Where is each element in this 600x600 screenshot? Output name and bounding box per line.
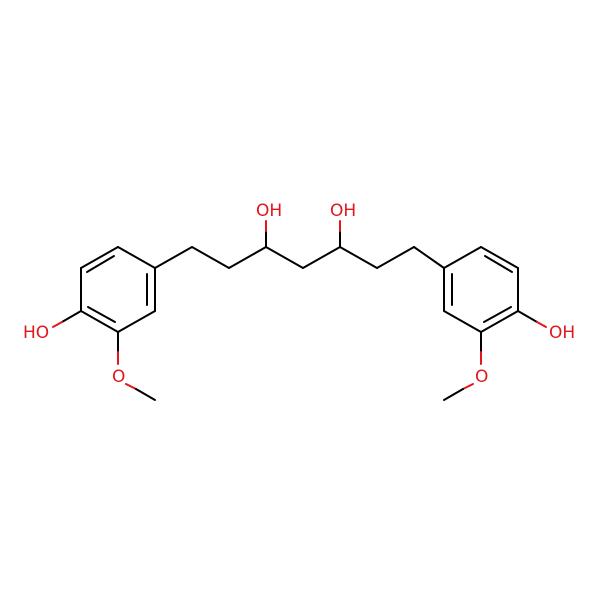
left-benzene-ring	[80, 246, 156, 333]
bond	[80, 246, 119, 269]
right-benzene-ring	[443, 246, 519, 333]
bond	[376, 246, 415, 269]
double-bond-inner	[87, 306, 116, 323]
bond	[536, 321, 547, 328]
bond	[117, 310, 156, 333]
bond	[265, 246, 304, 269]
hydroxyl-label: OH	[549, 323, 575, 343]
bond	[125, 383, 137, 390]
bond	[517, 310, 538, 323]
hydroxyl-label: OH	[330, 201, 356, 221]
bond	[61, 310, 82, 323]
oxygen-label: O	[112, 367, 125, 387]
hydroxyl-label: HO	[23, 323, 49, 343]
bond	[339, 246, 378, 269]
bond	[302, 246, 341, 269]
bond	[135, 388, 156, 401]
bond	[228, 246, 267, 269]
double-bond-inner	[86, 255, 115, 273]
bond	[443, 310, 482, 333]
bond	[117, 246, 156, 269]
heptane-chain	[154, 246, 445, 269]
double-bond-inner	[483, 306, 512, 323]
hydroxyl-label: OH	[256, 201, 282, 221]
bond	[191, 246, 230, 269]
bond	[443, 246, 482, 269]
double-bond-inner	[484, 255, 513, 273]
bond	[480, 310, 519, 333]
bond	[154, 246, 193, 269]
bond	[480, 246, 519, 269]
bond	[52, 321, 63, 328]
bond	[413, 246, 445, 269]
bond	[462, 383, 474, 390]
oxygen-label: O	[475, 367, 488, 387]
bond	[443, 388, 464, 401]
bond	[80, 310, 119, 333]
